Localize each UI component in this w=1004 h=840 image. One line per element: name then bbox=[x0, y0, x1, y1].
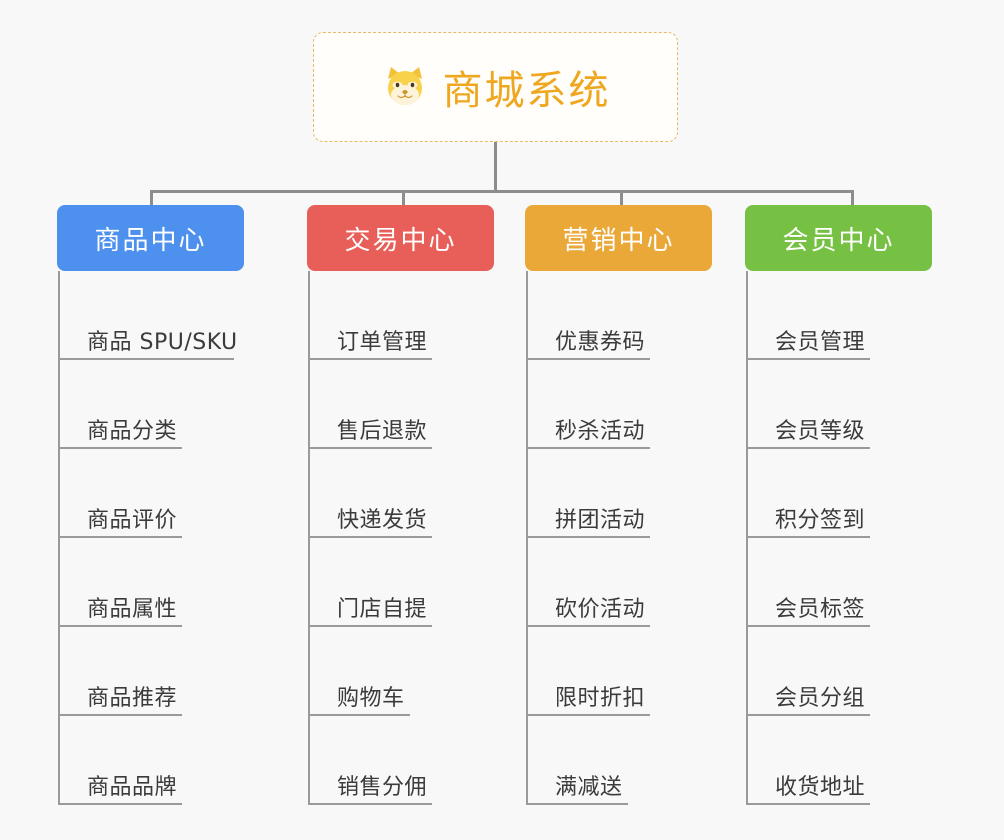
branch-item[interactable]: 优惠券码 bbox=[525, 271, 712, 360]
branch-item[interactable]: 快递发货 bbox=[307, 449, 494, 538]
branch-item[interactable]: 会员标签 bbox=[745, 538, 932, 627]
branch-item-underline bbox=[58, 714, 182, 716]
branch-column-1: 交易中心 订单管理售后退款快递发货门店自提购物车销售分佣 bbox=[307, 205, 494, 805]
branch-item[interactable]: 售后退款 bbox=[307, 360, 494, 449]
branch-item-label: 优惠券码 bbox=[555, 330, 646, 355]
branch-item-underline bbox=[746, 358, 870, 360]
branch-item-underline bbox=[526, 447, 650, 449]
branch-item-label: 会员管理 bbox=[775, 330, 866, 355]
branch-item-underline bbox=[526, 803, 628, 805]
branch-item-underline bbox=[746, 625, 870, 627]
branch-item-label: 秒杀活动 bbox=[555, 419, 646, 444]
branch-item-underline bbox=[308, 803, 432, 805]
branch-item-underline bbox=[308, 447, 432, 449]
branch-header-3[interactable]: 会员中心 bbox=[745, 205, 932, 271]
branch-item[interactable]: 商品属性 bbox=[57, 538, 244, 627]
branch-item-label: 满减送 bbox=[555, 775, 623, 800]
root-stem-connector bbox=[494, 142, 497, 191]
branch-item-underline bbox=[308, 625, 432, 627]
branch-item-label: 门店自提 bbox=[337, 597, 428, 622]
branch-item-label: 快递发货 bbox=[337, 508, 428, 533]
branch-item[interactable]: 限时折扣 bbox=[525, 627, 712, 716]
branch-item-underline bbox=[526, 536, 650, 538]
branch-item-label: 订单管理 bbox=[337, 330, 428, 355]
branch-spine-0 bbox=[58, 271, 60, 805]
branch-item-label: 会员标签 bbox=[775, 597, 866, 622]
branch-items-1: 订单管理售后退款快递发货门店自提购物车销售分佣 bbox=[307, 271, 494, 805]
branch-item-label: 商品属性 bbox=[87, 597, 178, 622]
branch-item[interactable]: 秒杀活动 bbox=[525, 360, 712, 449]
branch-item-underline bbox=[58, 447, 182, 449]
branch-column-2: 营销中心 优惠券码秒杀活动拼团活动砍价活动限时折扣满减送 bbox=[525, 205, 712, 805]
branch-item-underline bbox=[746, 447, 870, 449]
branch-item[interactable]: 会员等级 bbox=[745, 360, 932, 449]
branch-item[interactable]: 商品分类 bbox=[57, 360, 244, 449]
branch-item-label: 商品品牌 bbox=[87, 775, 178, 800]
branch-column-3: 会员中心 会员管理会员等级积分签到会员标签会员分组收货地址 bbox=[745, 205, 932, 805]
branch-item-underline bbox=[58, 358, 234, 360]
branch-item[interactable]: 砍价活动 bbox=[525, 538, 712, 627]
branch-item-label: 售后退款 bbox=[337, 419, 428, 444]
branch-item-label: 砍价活动 bbox=[555, 597, 646, 622]
branch-item-underline bbox=[526, 358, 650, 360]
branch-item[interactable]: 会员管理 bbox=[745, 271, 932, 360]
horizontal-bus-connector bbox=[150, 190, 853, 193]
branch-item-label: 购物车 bbox=[337, 686, 405, 711]
branch-item[interactable]: 门店自提 bbox=[307, 538, 494, 627]
branch-item-underline bbox=[746, 714, 870, 716]
branch-header-0[interactable]: 商品中心 bbox=[57, 205, 244, 271]
branch-spine-3 bbox=[746, 271, 748, 805]
branch-column-0: 商品中心 商品 SPU/SKU 商品分类商品评价商品属性商品推荐商品品牌 bbox=[57, 205, 244, 805]
branch-item[interactable]: 销售分佣 bbox=[307, 716, 494, 805]
branch-item-label: 积分签到 bbox=[775, 508, 866, 533]
branch-item-label: 会员等级 bbox=[775, 419, 866, 444]
branch-item-label: 收货地址 bbox=[775, 775, 866, 800]
branch-item-label: 商品评价 bbox=[87, 508, 178, 533]
branch-header-2[interactable]: 营销中心 bbox=[525, 205, 712, 271]
branch-items-3: 会员管理会员等级积分签到会员标签会员分组收货地址 bbox=[745, 271, 932, 805]
branch-item[interactable]: 满减送 bbox=[525, 716, 712, 805]
branch-items-0: 商品 SPU/SKU 商品分类商品评价商品属性商品推荐商品品牌 bbox=[57, 271, 244, 805]
branch-item[interactable]: 商品 SPU/SKU bbox=[57, 271, 244, 360]
branch-item[interactable]: 商品评价 bbox=[57, 449, 244, 538]
branch-item-label: 拼团活动 bbox=[555, 508, 646, 533]
branch-item[interactable]: 拼团活动 bbox=[525, 449, 712, 538]
root-title: 商城系统 bbox=[442, 68, 611, 114]
branch-item-underline bbox=[526, 714, 650, 716]
shiba-dog-face-icon bbox=[381, 63, 429, 111]
branch-item[interactable]: 订单管理 bbox=[307, 271, 494, 360]
branch-spine-2 bbox=[526, 271, 528, 805]
branch-item-label: 商品 SPU/SKU bbox=[87, 330, 238, 355]
branch-item-underline bbox=[308, 358, 432, 360]
branch-item-underline bbox=[308, 536, 432, 538]
branch-item[interactable]: 购物车 bbox=[307, 627, 494, 716]
branch-item-label: 商品推荐 bbox=[87, 686, 178, 711]
branch-item-underline bbox=[58, 536, 182, 538]
branch-header-1[interactable]: 交易中心 bbox=[307, 205, 494, 271]
branch-item-label: 会员分组 bbox=[775, 686, 866, 711]
branch-item[interactable]: 收货地址 bbox=[745, 716, 932, 805]
branch-item-underline bbox=[746, 536, 870, 538]
branch-item[interactable]: 会员分组 bbox=[745, 627, 932, 716]
branch-item-underline bbox=[746, 803, 870, 805]
branch-item-underline bbox=[308, 714, 410, 716]
branch-item[interactable]: 商品品牌 bbox=[57, 716, 244, 805]
branch-item[interactable]: 积分签到 bbox=[745, 449, 932, 538]
branch-item-underline bbox=[58, 803, 182, 805]
branch-item-label: 销售分佣 bbox=[337, 775, 428, 800]
root-node[interactable]: 商城系统 bbox=[313, 32, 678, 142]
branch-items-2: 优惠券码秒杀活动拼团活动砍价活动限时折扣满减送 bbox=[525, 271, 712, 805]
branch-item-underline bbox=[526, 625, 650, 627]
branch-item[interactable]: 商品推荐 bbox=[57, 627, 244, 716]
branch-item-underline bbox=[58, 625, 182, 627]
branch-item-label: 商品分类 bbox=[87, 419, 178, 444]
branch-spine-1 bbox=[308, 271, 310, 805]
branch-item-label: 限时折扣 bbox=[555, 686, 646, 711]
